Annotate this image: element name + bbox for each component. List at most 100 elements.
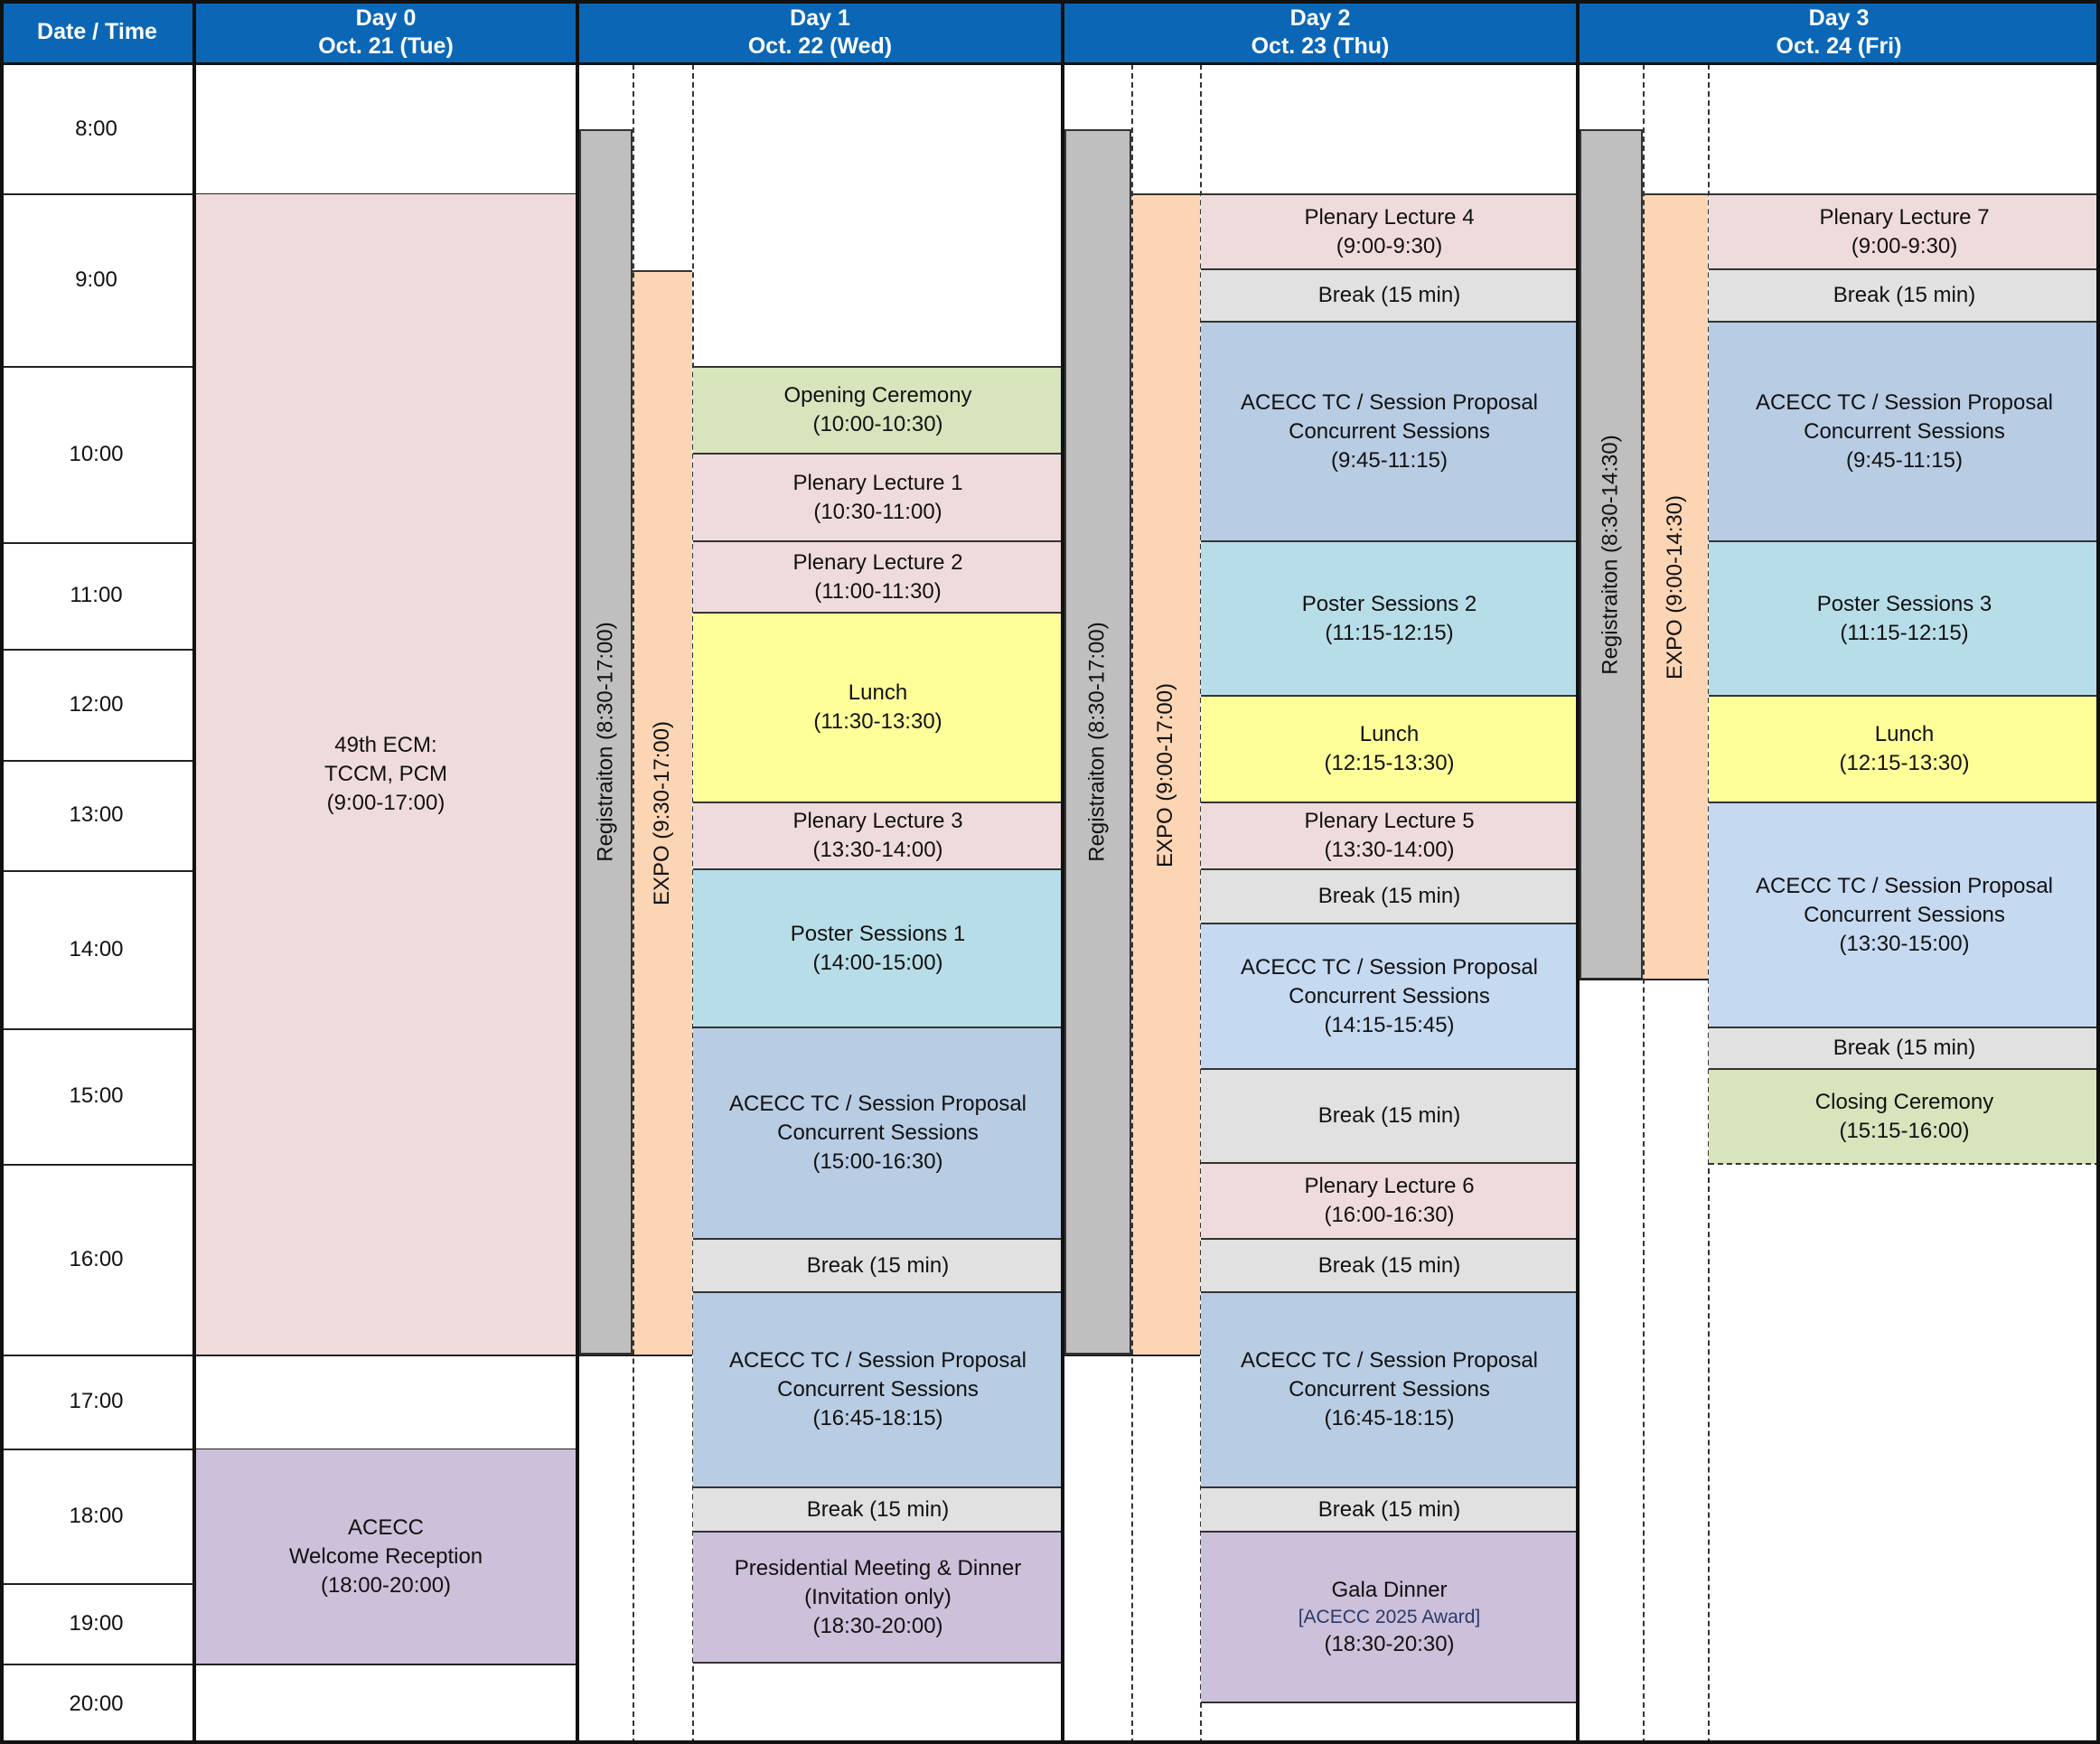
time-label: 12:00 <box>69 691 124 717</box>
header-day0: Day 0 Oct. 21 (Tue) <box>194 0 577 64</box>
time-label: 18:00 <box>69 1503 124 1528</box>
poster-sessions-2-block: Poster Sessions 2 (11:15-12:15) <box>1201 542 1578 697</box>
day1-expo-bar: EXPO (9:30-17:00) <box>633 270 692 1355</box>
time-label: 14:00 <box>69 936 124 961</box>
row-divider <box>0 366 194 368</box>
session-subtitle: Concurrent Sessions <box>777 1377 979 1402</box>
session-time: (11:30-13:30) <box>813 709 942 734</box>
break-block: Break (15 min) <box>1201 1240 1578 1293</box>
session-subtitle: Concurrent Sessions <box>1289 418 1490 444</box>
session-title: Presidential Meeting & Dinner <box>734 1555 1022 1580</box>
concurrent-sessions-block: ACECC TC / Session Proposal Concurrent S… <box>693 1028 1063 1240</box>
break-block: Break (15 min) <box>1709 1028 2100 1070</box>
session-time: (14:00-15:00) <box>812 950 943 975</box>
header-date-time: Date / Time <box>0 0 194 64</box>
session-title: ACECC TC / Session Proposal <box>728 1348 1027 1373</box>
time-label: 16:00 <box>69 1246 124 1271</box>
time-label: 8:00 <box>75 116 117 141</box>
break-block: Break (15 min) <box>1201 870 1578 924</box>
column-border <box>576 0 579 1744</box>
break-label: Break (15 min) <box>1317 884 1461 908</box>
session-time: (10:00-10:30) <box>812 412 943 436</box>
session-time: (9:00-9:30) <box>1336 233 1443 258</box>
row-divider <box>0 760 194 762</box>
time-label: 10:00 <box>69 441 124 466</box>
session-time: (16:45-18:15) <box>812 1406 943 1430</box>
time-label: 9:00 <box>75 267 117 292</box>
reception-org: ACECC <box>347 1514 424 1540</box>
dashed-divider <box>1131 64 1133 1744</box>
time-label: 11:00 <box>70 583 123 607</box>
session-time: (16:00-16:30) <box>1324 1203 1455 1227</box>
header-date-label: Oct. 24 (Fri) <box>1776 33 1902 59</box>
session-time: (10:30-11:00) <box>813 499 942 524</box>
header-date-label: Oct. 22 (Wed) <box>747 33 893 59</box>
concurrent-sessions-block: ACECC TC / Session Proposal Concurrent S… <box>1201 323 1578 542</box>
row-divider <box>0 1355 194 1356</box>
session-title: ACECC TC / Session Proposal <box>1240 389 1538 415</box>
time-label: 17:00 <box>69 1389 124 1413</box>
time-label: 19:00 <box>69 1610 124 1636</box>
header-day-label: Day 0 <box>355 5 417 31</box>
session-title: Plenary Lecture 5 <box>1304 809 1475 833</box>
session-title: Plenary Lecture 3 <box>792 809 963 833</box>
poster-sessions-1-block: Poster Sessions 1 (14:00-15:00) <box>693 870 1063 1028</box>
session-time: (12:15-13:30) <box>1324 751 1455 775</box>
column-border <box>192 0 196 1744</box>
header-day2: Day 2 Oct. 23 (Thu) <box>1063 0 1578 64</box>
time-label: 15:00 <box>69 1083 124 1108</box>
dashed-divider <box>1643 64 1645 1744</box>
header-day-label: Day 1 <box>790 5 850 31</box>
header-bottom-border <box>0 62 2100 65</box>
session-time: (13:30-14:00) <box>1324 838 1455 862</box>
row-divider <box>0 1583 194 1585</box>
session-title: Plenary Lecture 6 <box>1304 1174 1475 1198</box>
gala-dinner-block: Gala Dinner [ACECC 2025 Award] (18:30-20… <box>1201 1533 1578 1703</box>
session-title: ACECC TC / Session Proposal <box>1240 1348 1538 1373</box>
session-subtitle: Concurrent Sessions <box>1289 983 1490 1008</box>
row-divider <box>0 649 194 651</box>
session-subtitle: (Invitation only) <box>804 1584 952 1609</box>
row-divider <box>194 1664 577 1665</box>
column-border <box>1576 0 1580 1744</box>
break-label: Break (15 min) <box>1317 1496 1461 1522</box>
break-block: Break (15 min) <box>1201 1488 1578 1533</box>
break-label: Break (15 min) <box>1317 1252 1461 1278</box>
ecm-subtitle: TCCM, PCM <box>324 762 447 786</box>
header-day3: Day 3 Oct. 24 (Fri) <box>1578 0 2100 64</box>
session-title: Lunch <box>848 680 908 705</box>
session-title: Opening Ceremony <box>783 383 972 408</box>
header-day1: Day 1 Oct. 22 (Wed) <box>577 0 1063 64</box>
session-time: (18:30-20:30) <box>1324 1631 1455 1656</box>
session-title: Plenary Lecture 1 <box>792 470 963 495</box>
reception-time: (18:00-20:00) <box>320 1572 452 1598</box>
row-divider <box>0 1664 194 1665</box>
registration-label: Registraiton (8:30-17:00) <box>593 622 618 862</box>
row-divider <box>579 1355 692 1356</box>
break-block: Break (15 min) <box>693 1488 1063 1533</box>
plenary-lecture-3-block: Plenary Lecture 3 (13:30-14:00) <box>693 803 1063 870</box>
session-title: Poster Sessions 2 <box>1301 591 1477 616</box>
header-date-label: Oct. 21 (Tue) <box>318 33 454 59</box>
ecm-block: 49th ECM: TCCM, PCM (9:00-17:00) <box>195 194 577 1355</box>
row-divider <box>0 193 194 195</box>
session-time: (16:45-18:15) <box>1324 1406 1455 1430</box>
concurrent-sessions-block: ACECC TC / Session Proposal Concurrent S… <box>1709 323 2100 542</box>
expo-label: EXPO (9:00-17:00) <box>1153 682 1178 867</box>
day2-registration-bar: Registraiton (8:30-17:00) <box>1064 129 1131 1355</box>
session-time: (13:30-15:00) <box>1839 931 1970 956</box>
session-title: ACECC TC / Session Proposal <box>1240 954 1538 980</box>
welcome-reception-block: ACECC Welcome Reception (18:00-20:00) <box>195 1449 577 1664</box>
break-block: Break (15 min) <box>1201 270 1578 323</box>
session-time: (15:00-16:30) <box>812 1149 943 1174</box>
dashed-divider <box>1709 1163 2100 1165</box>
day2-expo-bar: EXPO (9:00-17:00) <box>1131 193 1200 1355</box>
header-day-label: Day 3 <box>1808 5 1870 31</box>
session-title: Poster Sessions 3 <box>1816 591 1992 616</box>
plenary-lecture-2-block: Plenary Lecture 2 (11:00-11:30) <box>693 542 1063 614</box>
session-title: ACECC TC / Session Proposal <box>728 1092 1027 1116</box>
session-title: Gala Dinner <box>1331 1577 1448 1602</box>
session-time: (11:15-12:15) <box>1840 620 1969 645</box>
lunch-block: Lunch (12:15-13:30) <box>1201 697 1578 803</box>
